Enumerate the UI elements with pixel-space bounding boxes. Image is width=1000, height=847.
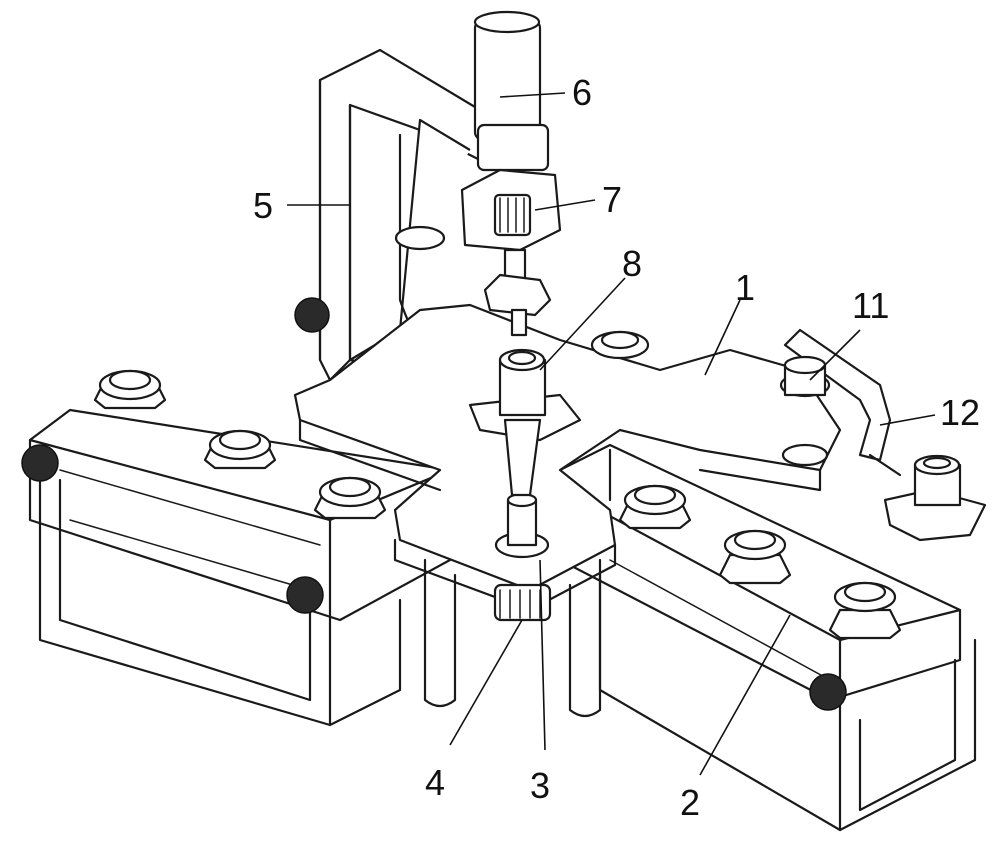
leader-2: [699, 614, 791, 776]
coupling-frame: [460, 168, 562, 337]
label-2: 2: [680, 782, 700, 823]
label-11: 11: [852, 285, 889, 326]
right-conveyor-knob: [809, 673, 847, 711]
left-conveyor: [21, 369, 452, 727]
turntable-plate: [293, 225, 842, 718]
label-5: 5: [253, 185, 273, 226]
leader-1: [704, 299, 741, 376]
left-conveyor-cups: [93, 369, 387, 520]
leader-lines: [287, 92, 936, 776]
middle-clamp: [468, 348, 582, 497]
leader-11: [809, 329, 861, 381]
label-1: 1: [735, 267, 755, 308]
bottom-gear-assembly: [493, 492, 552, 622]
right-conveyor: [558, 443, 977, 832]
side-arm: [779, 328, 987, 542]
label-6: 6: [572, 72, 592, 113]
c-frame-knob: [294, 297, 330, 333]
label-4: 4: [425, 762, 445, 803]
label-12: 12: [940, 392, 980, 433]
leader-4: [449, 619, 523, 746]
label-3: 3: [530, 765, 550, 806]
upper-motor: [473, 10, 550, 172]
left-conveyor-knob-rear: [21, 444, 59, 482]
leader-12: [879, 414, 936, 426]
left-conveyor-knob-front: [286, 576, 324, 614]
right-conveyor-cups: [618, 484, 902, 640]
label-8: 8: [622, 243, 642, 284]
leader-3: [539, 559, 546, 751]
leader-7: [534, 199, 596, 211]
leader-6: [499, 92, 566, 98]
leader-8: [539, 277, 626, 371]
label-7: 7: [602, 179, 622, 220]
reference-labels: 6 5 7 8 1 11 12 4 3 2: [253, 72, 980, 823]
